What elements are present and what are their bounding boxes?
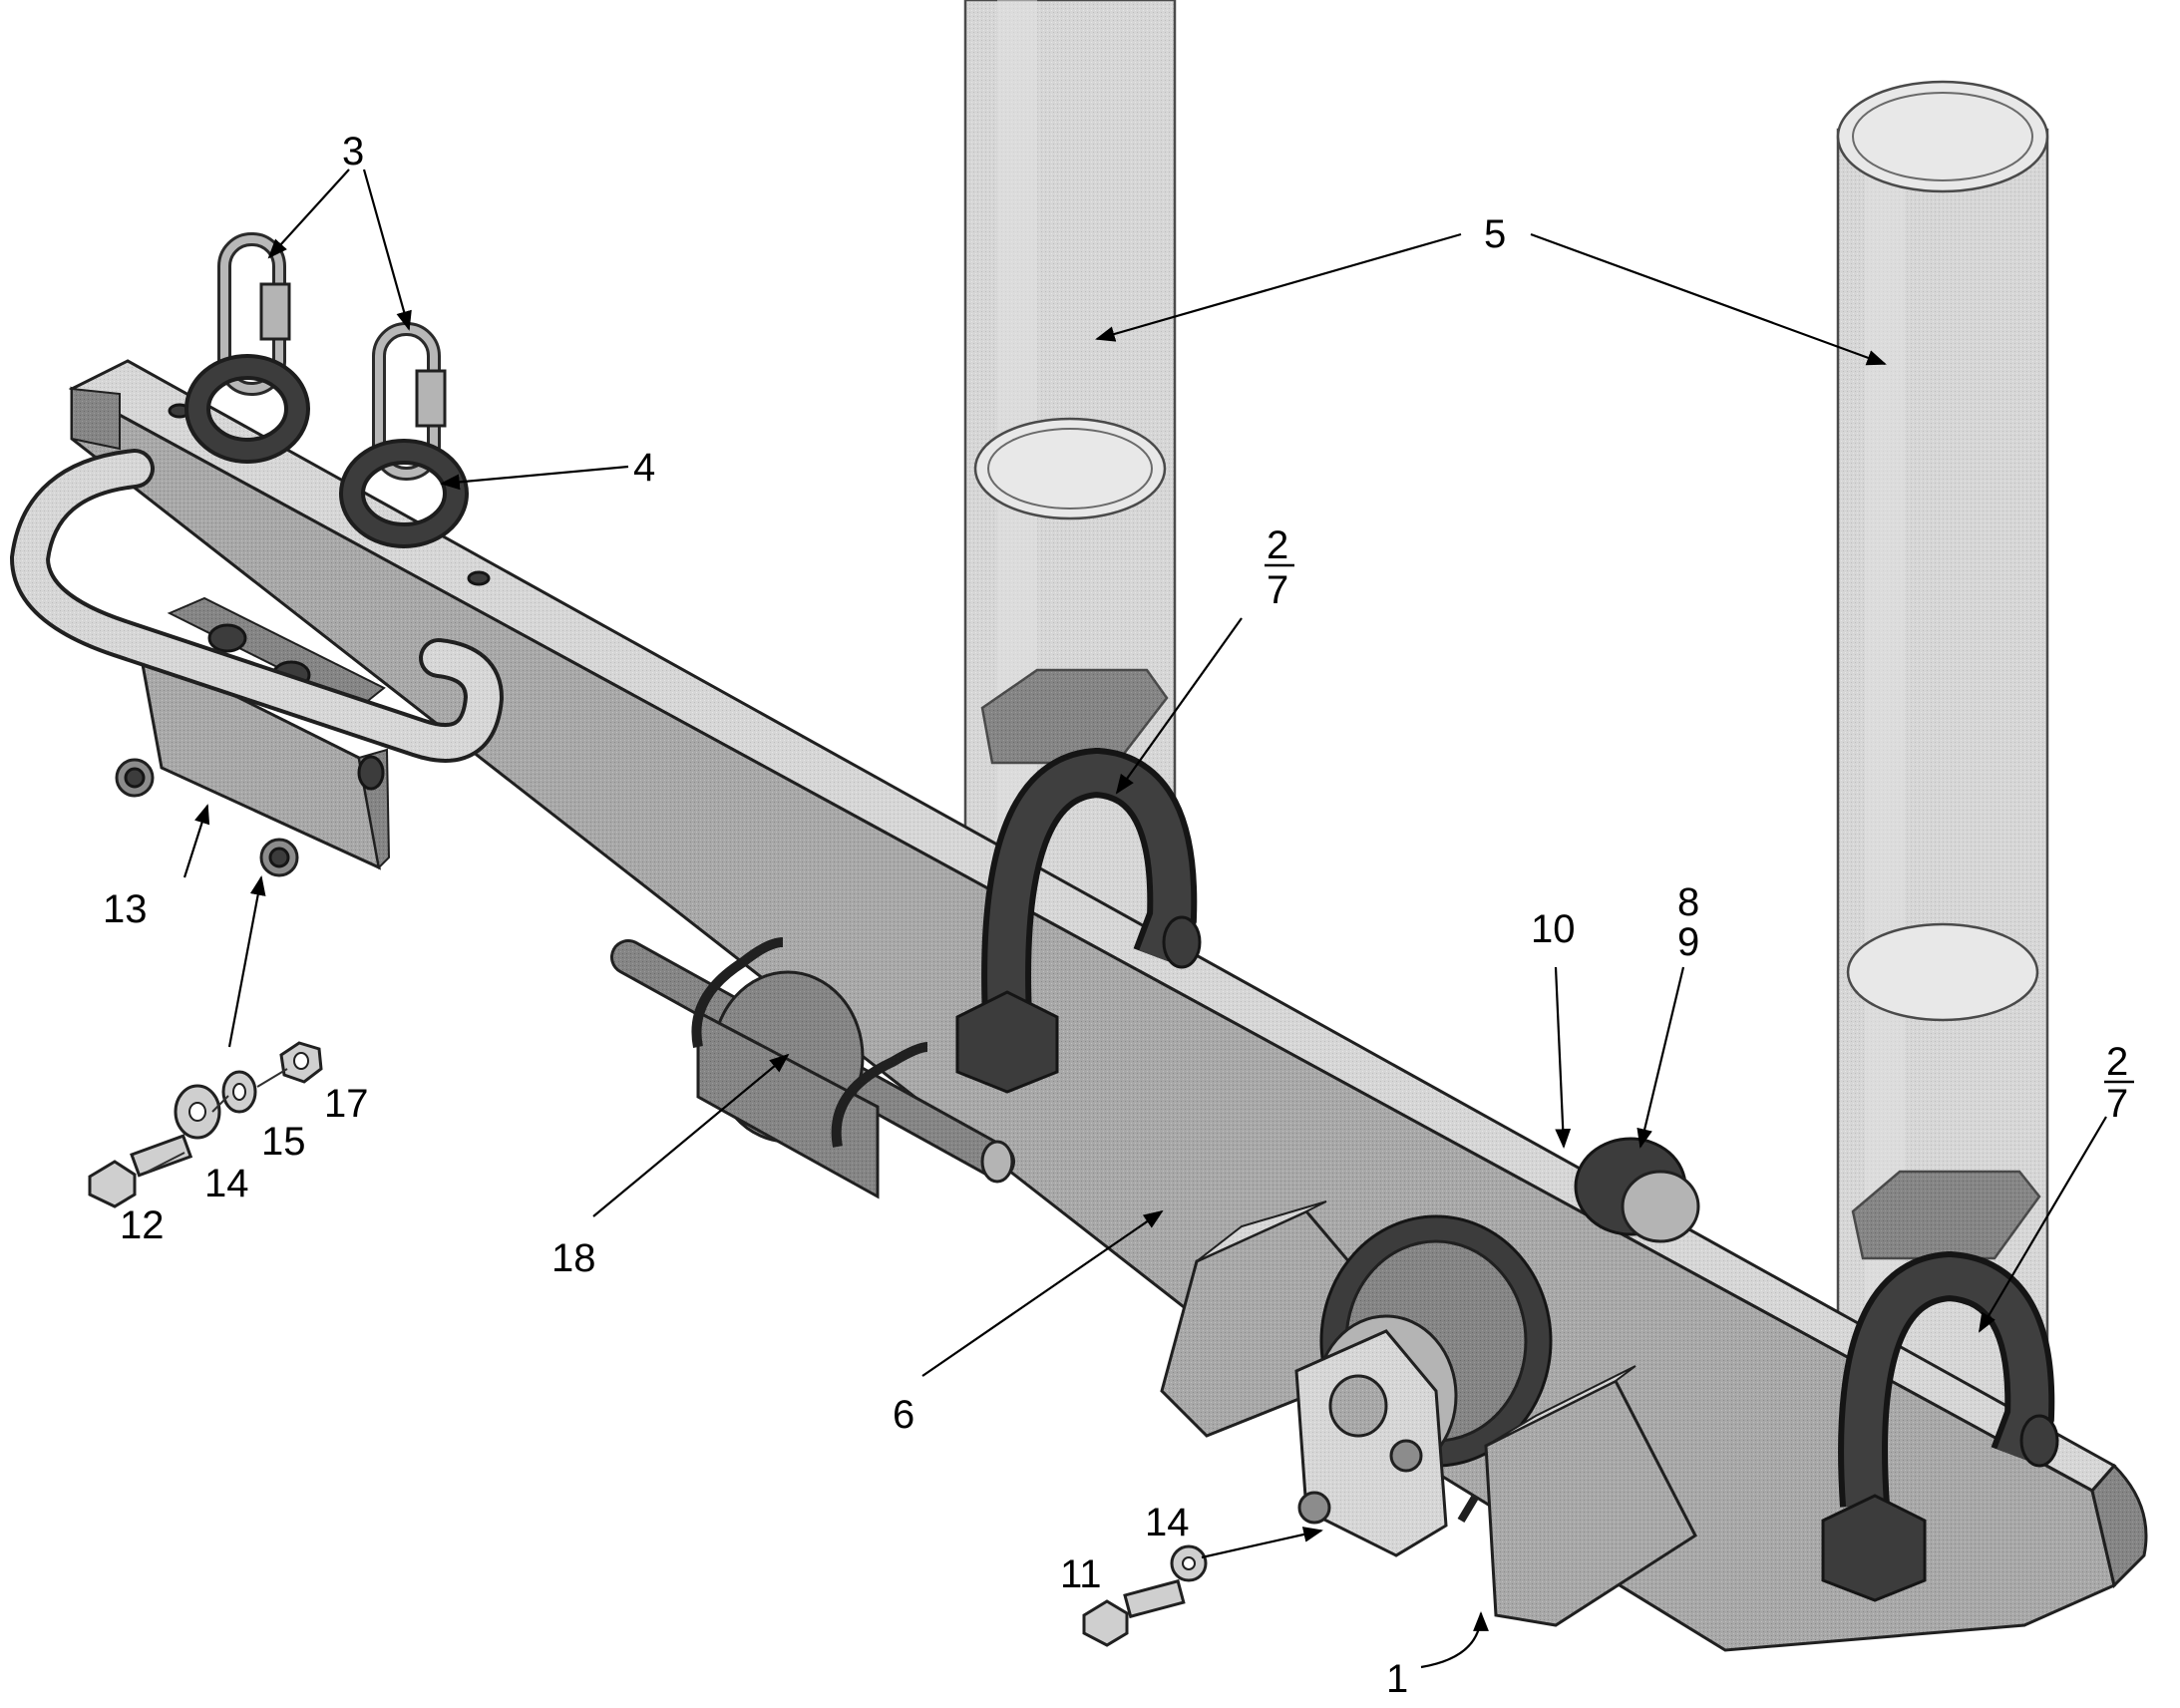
callout-3: 3 xyxy=(342,130,364,173)
lifting-ring-right xyxy=(339,439,469,548)
shackle-right xyxy=(1821,1250,2059,1602)
vertical-tube-right xyxy=(1836,80,2049,1488)
lockwasher-15 xyxy=(221,1070,257,1114)
washer-14-left xyxy=(174,1084,221,1140)
bolt-head-13a xyxy=(115,758,155,798)
callout-9: 9 xyxy=(1677,920,1699,964)
callout-5: 5 xyxy=(1484,212,1506,256)
callout-12: 12 xyxy=(120,1203,165,1247)
callout-7-upper: 7 xyxy=(1267,568,1288,612)
callout-14-left: 14 xyxy=(204,1162,249,1205)
callout-14-right: 14 xyxy=(1145,1501,1190,1544)
callout-10: 10 xyxy=(1531,907,1576,951)
callout-8: 8 xyxy=(1677,880,1699,924)
callout-11: 11 xyxy=(1060,1552,1102,1596)
callout-6: 6 xyxy=(893,1393,914,1437)
bolt-12 xyxy=(88,1134,193,1208)
callout-2-upper: 2 xyxy=(1267,523,1288,567)
handle-bracket xyxy=(9,449,505,877)
callout-7-lower: 7 xyxy=(2106,1082,2128,1126)
callout-18: 18 xyxy=(551,1236,596,1280)
callout-4: 4 xyxy=(633,446,655,490)
quick-link-left xyxy=(217,232,291,396)
bolt-head-13b xyxy=(259,838,299,877)
bolt-11 xyxy=(1082,1578,1186,1647)
callout-17: 17 xyxy=(324,1082,369,1126)
callout-15: 15 xyxy=(261,1120,306,1164)
callout-1: 1 xyxy=(1386,1657,1408,1701)
callout-13: 13 xyxy=(103,887,148,931)
washer-14-right xyxy=(1170,1544,1208,1582)
callout-2-lower: 2 xyxy=(2106,1040,2128,1084)
leader-lines xyxy=(147,169,2107,1669)
nut-17 xyxy=(279,1041,323,1084)
shackle-left xyxy=(955,747,1202,1094)
lifting-ring-left xyxy=(184,354,310,464)
sheave-assembly xyxy=(1160,1137,1700,1627)
callout-labels: 3 4 5 2 7 2 7 13 17 15 14 12 18 6 10 8 9… xyxy=(103,130,2134,1701)
